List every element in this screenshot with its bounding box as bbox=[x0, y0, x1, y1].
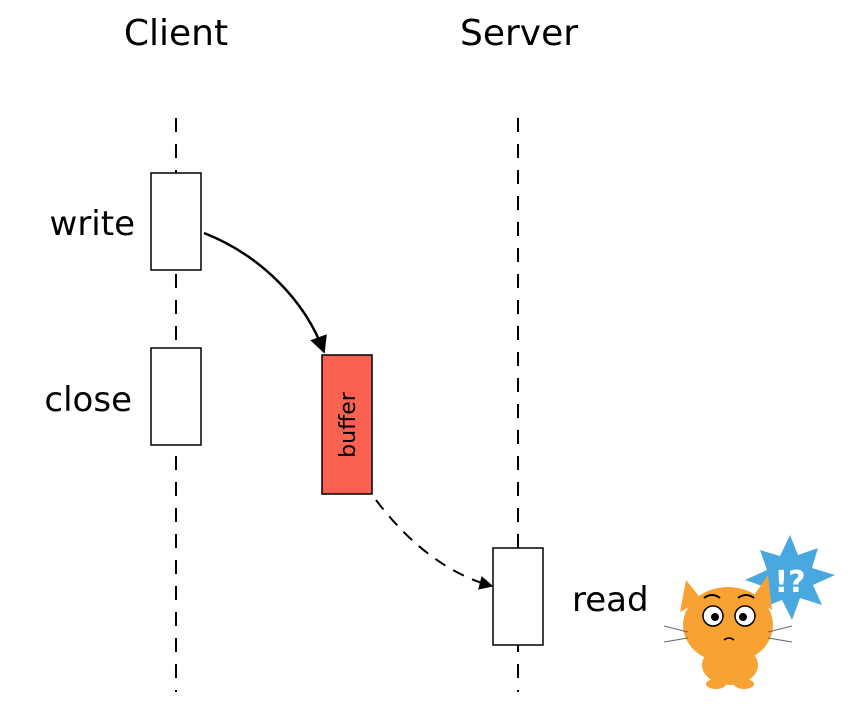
buffer-box bbox=[321, 354, 373, 495]
server-header: Server bbox=[460, 13, 578, 54]
read-activation-box bbox=[492, 547, 544, 646]
write-to-buffer-arrow bbox=[203, 231, 327, 354]
burst-text: !? bbox=[774, 565, 805, 600]
close-label: close bbox=[44, 380, 132, 420]
read-label: read bbox=[572, 580, 649, 620]
buffer-label: buffer bbox=[336, 391, 361, 458]
close-activation-box bbox=[150, 347, 202, 446]
write-label: write bbox=[50, 204, 135, 244]
confused-cat-icon: !? bbox=[663, 535, 835, 689]
buffer-to-read-arrow bbox=[375, 499, 494, 590]
write-activation-box bbox=[150, 172, 202, 271]
client-header: Client bbox=[124, 13, 228, 54]
